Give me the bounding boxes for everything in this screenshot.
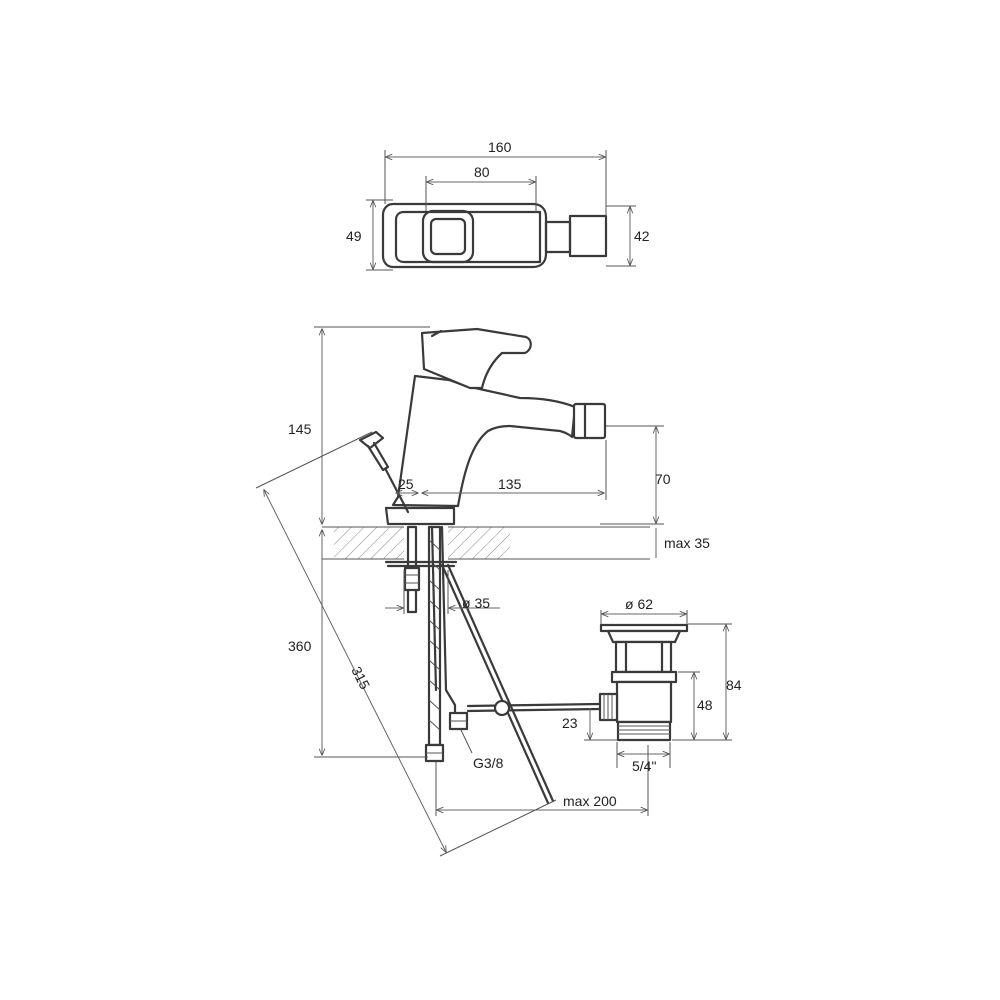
pop-up-waste [598,623,689,742]
dim-hose-thread-label: G3/8 [473,755,504,771]
dim-rod-length-label: 315 [348,664,373,692]
top-view-dimensions [366,150,636,271]
dim-spout-reach-label: 135 [498,476,522,492]
dim-height-total-label: 145 [288,421,312,437]
countertop-section [322,524,650,562]
top-view-body [381,202,608,269]
dim-waste-body-label: 48 [697,697,713,713]
dim-waste-diameter-label: ø 62 [625,596,653,612]
spout-nozzle [572,402,607,440]
side-view-dimensions [255,326,732,857]
dim-rod-reach-label: max 200 [563,793,617,809]
faucet-body [391,374,577,508]
dim-top-depth-left-label: 49 [346,228,362,244]
dim-waste-side-label: 23 [562,715,578,731]
connecting-rod [466,699,602,717]
stud-nut [403,566,421,592]
base-plate [384,506,456,526]
dim-deck-offset-label: 25 [398,476,414,492]
dim-top-depth-right-label: 42 [634,228,650,244]
dim-hole-diameter-label: ø 35 [462,595,490,611]
dim-waste-thread-label: 5/4" [632,758,656,774]
pull-rod [440,563,555,805]
lever-handle [420,327,532,390]
faucet-side-view [358,327,607,526]
dim-top-width-label: 160 [488,139,512,155]
dim-deck-thickness-label: max 35 [664,535,710,551]
dim-hose-length-label: 360 [288,638,312,654]
dim-spout-height-label: 70 [655,471,671,487]
dim-top-inner-label: 80 [474,164,490,180]
rod-clamp [493,699,511,717]
top-view: 160 80 49 42 [346,139,650,271]
dim-waste-height-label: 84 [726,677,742,693]
